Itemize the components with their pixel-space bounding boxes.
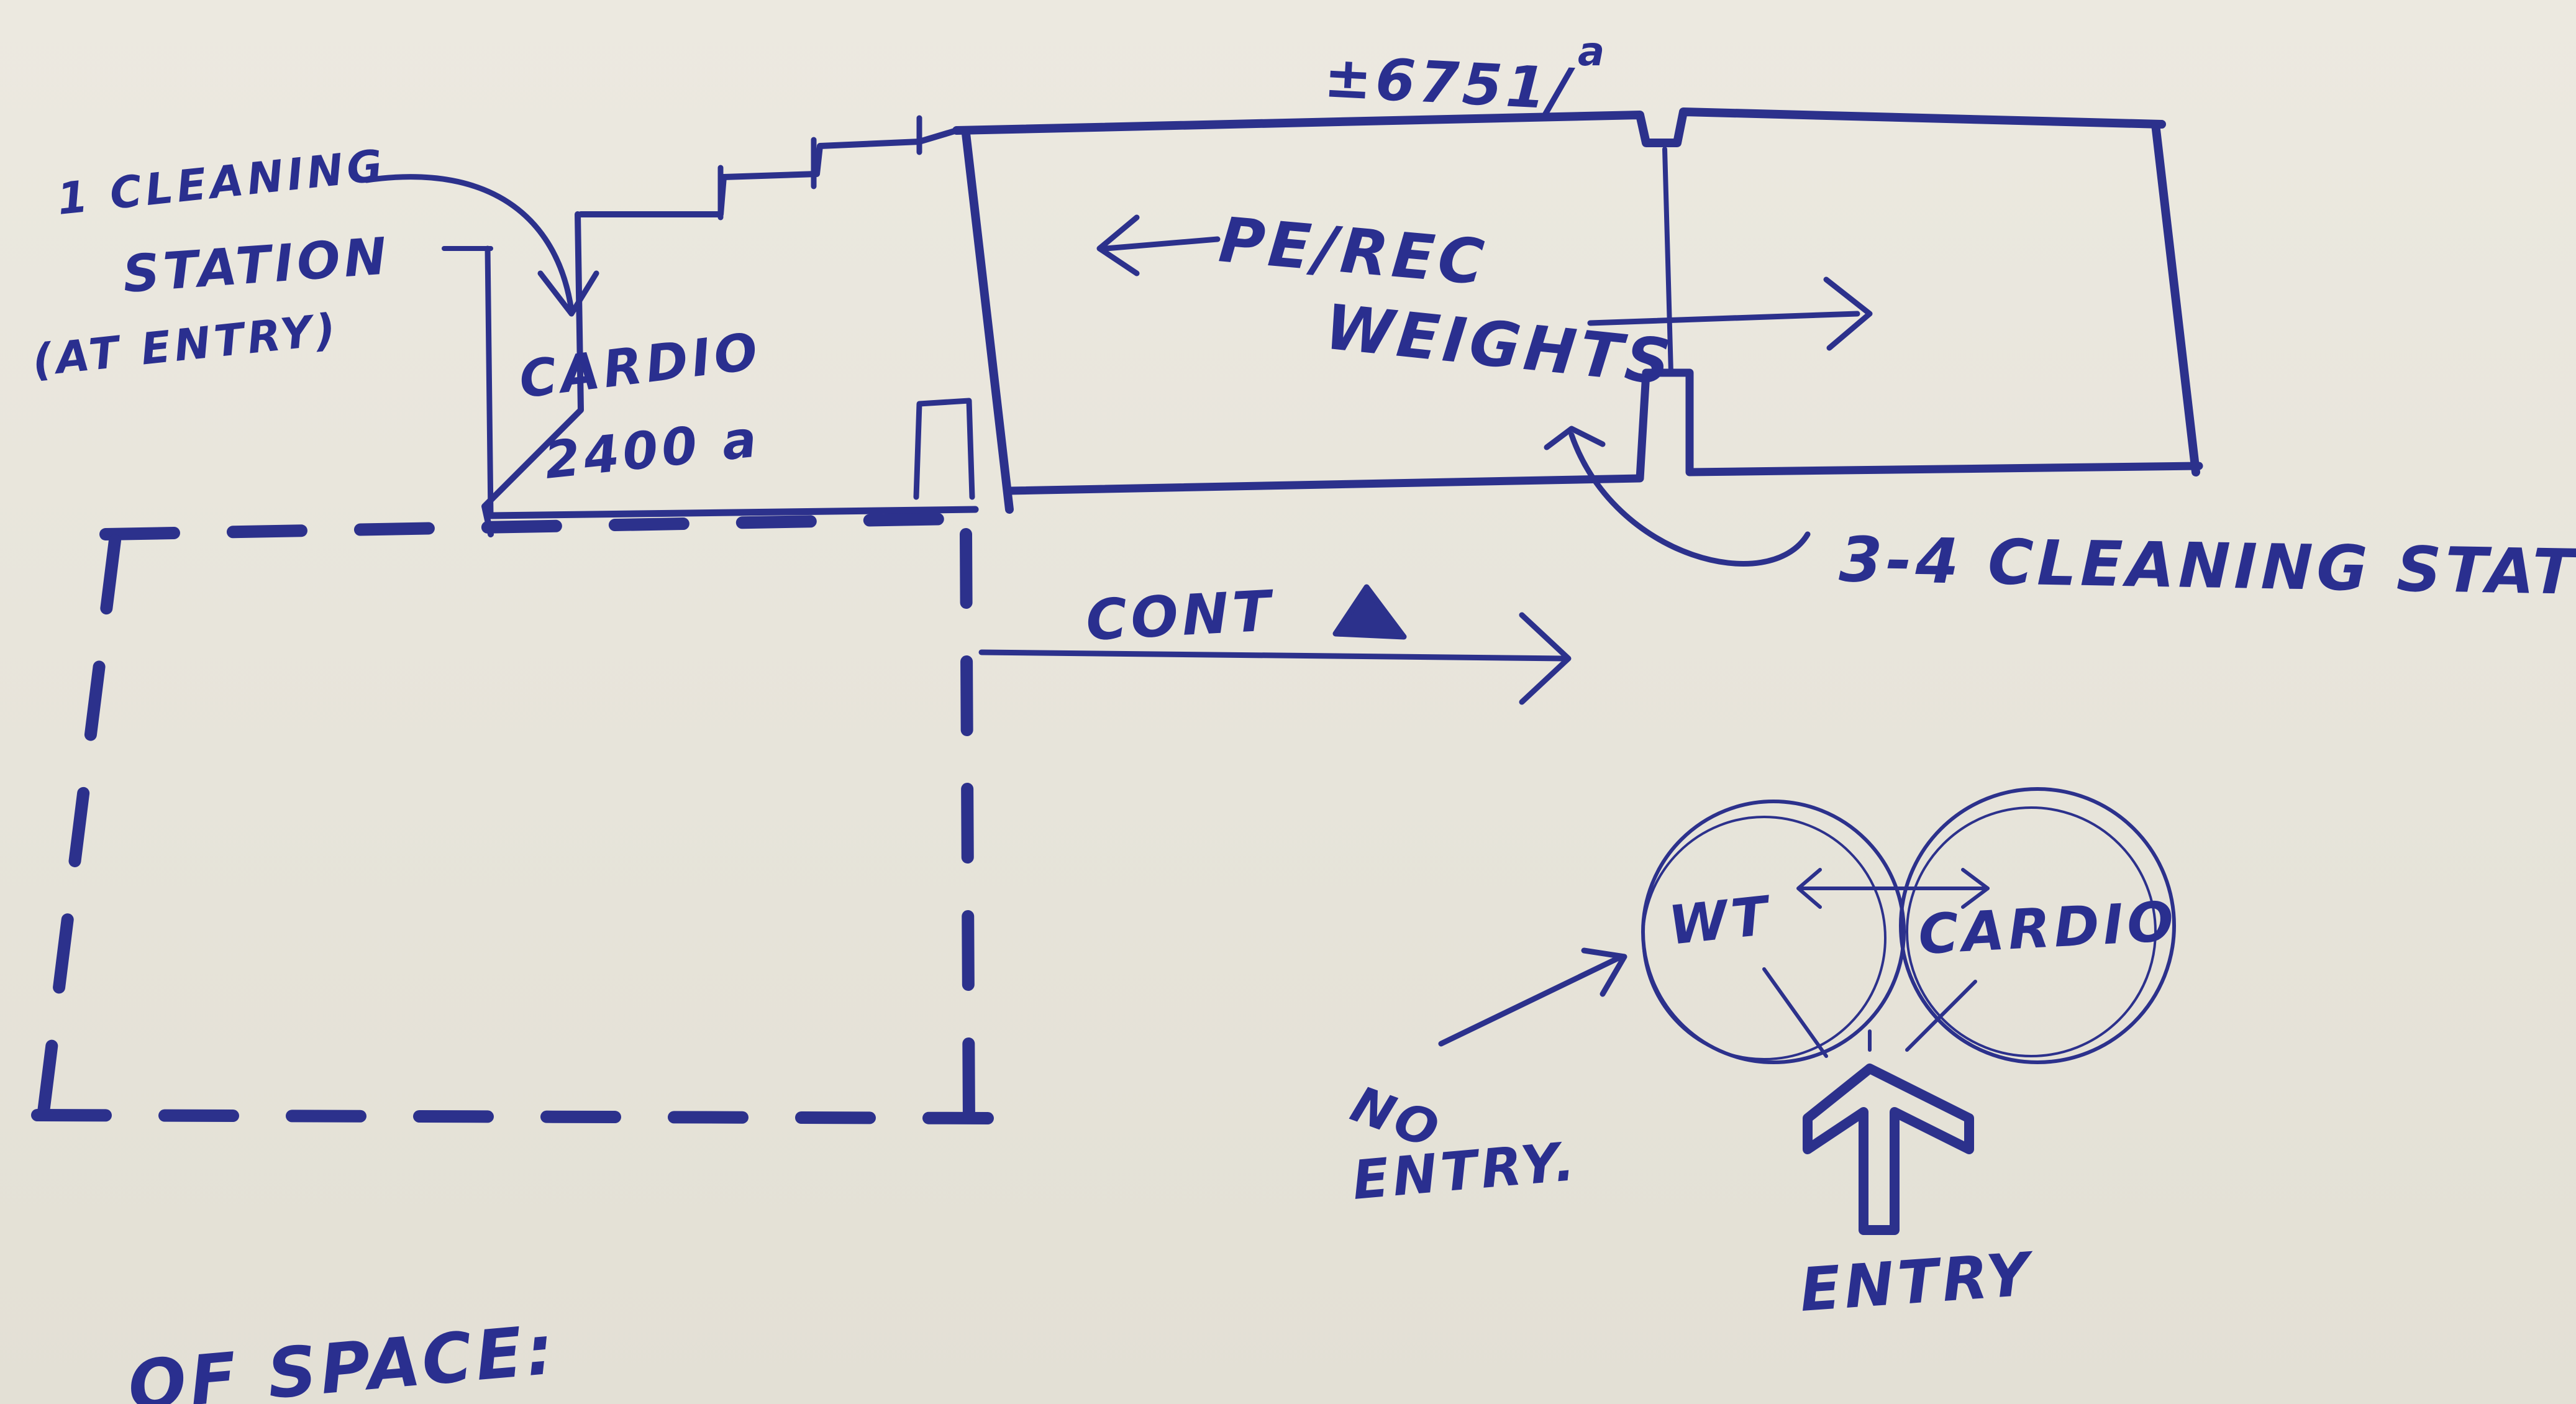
dashed-left (37, 534, 121, 1118)
dashed-bottom (31, 1109, 994, 1124)
bubble-link-head-left (1796, 868, 1822, 909)
weights-left-wall (962, 129, 1014, 514)
bubble-diagram (1641, 787, 2176, 1235)
cardio-left-wall (485, 245, 494, 519)
weights-right-wall (2151, 120, 2200, 476)
dashed-top (99, 513, 963, 540)
cardio-bottom-wall (487, 506, 979, 519)
arrow-no-entry (1438, 954, 1624, 1047)
bubble-weights-outline2 (1642, 816, 1886, 1060)
entry-label: ENTRY (1798, 1239, 2037, 1325)
cleaning-station-right: 3-4 CLEANING STATION (1839, 523, 2576, 611)
arrow-weights-left (1103, 236, 1221, 252)
weights-partition (1662, 147, 1673, 375)
weights-top-wall (952, 107, 2166, 147)
bubble-arrow-cardio (1905, 980, 1977, 1052)
arrow-cleaning-to-cardio (363, 174, 575, 314)
arrowhead-weights-right (1823, 276, 1873, 351)
cleaning-station-left-line1: 1 CLEANING (55, 140, 388, 225)
weights-room-label-line1: PE/REC (1216, 203, 1490, 299)
arrowhead-no-entry (1581, 947, 1627, 997)
arrow-weights-right (1587, 311, 1860, 326)
weights-room-label-line2: WEIGHTS (1321, 291, 1677, 399)
area-note: ±6751/ (1322, 43, 1576, 123)
dashed-right (960, 528, 975, 1131)
weights-bottom-wall (1005, 368, 2203, 495)
cardio-room-label-line1: CARDIO (516, 322, 765, 410)
cleaning-station-left-line3: (AT ENTRY) (30, 304, 342, 386)
bubble-weights-label: WT (1666, 885, 1775, 957)
arrows (363, 174, 1873, 1047)
cardio-room-walls (442, 115, 979, 537)
bottom-text: OF SPACE: (125, 1310, 560, 1404)
cont-triangle (1332, 584, 1407, 640)
door-jamb (913, 398, 975, 500)
cleaning-station-left-line2: STATION (121, 227, 393, 304)
cont-label: CONT (1085, 578, 1277, 654)
cardio-top-step-wall (578, 127, 960, 217)
expansion-area-dashed (31, 513, 994, 1131)
weights-room-walls (913, 107, 2203, 514)
arrowhead-cont (1519, 612, 1572, 705)
arrow-cleaning-right (1568, 432, 1811, 567)
arrow-cont (978, 649, 1568, 662)
area-note-super: a (1578, 29, 1608, 75)
cardio-stepped-wall (481, 211, 584, 537)
bubble-cardio-label: CARDIO (1917, 889, 2179, 967)
cardio-room-label-line2: 2400 a (542, 409, 763, 491)
bubble-cardio (1899, 787, 2176, 1064)
bubble-arrow-wt (1762, 967, 1828, 1058)
arrowhead-cleaning-right (1544, 426, 1606, 450)
arrowhead-weights-left (1096, 214, 1140, 276)
bubble-link-head-right (1961, 868, 1990, 909)
arrowhead-cardio (537, 270, 599, 317)
bubble-cardio-outline2 (1906, 806, 2157, 1057)
entry-chevron-arrow (1803, 1064, 1974, 1235)
